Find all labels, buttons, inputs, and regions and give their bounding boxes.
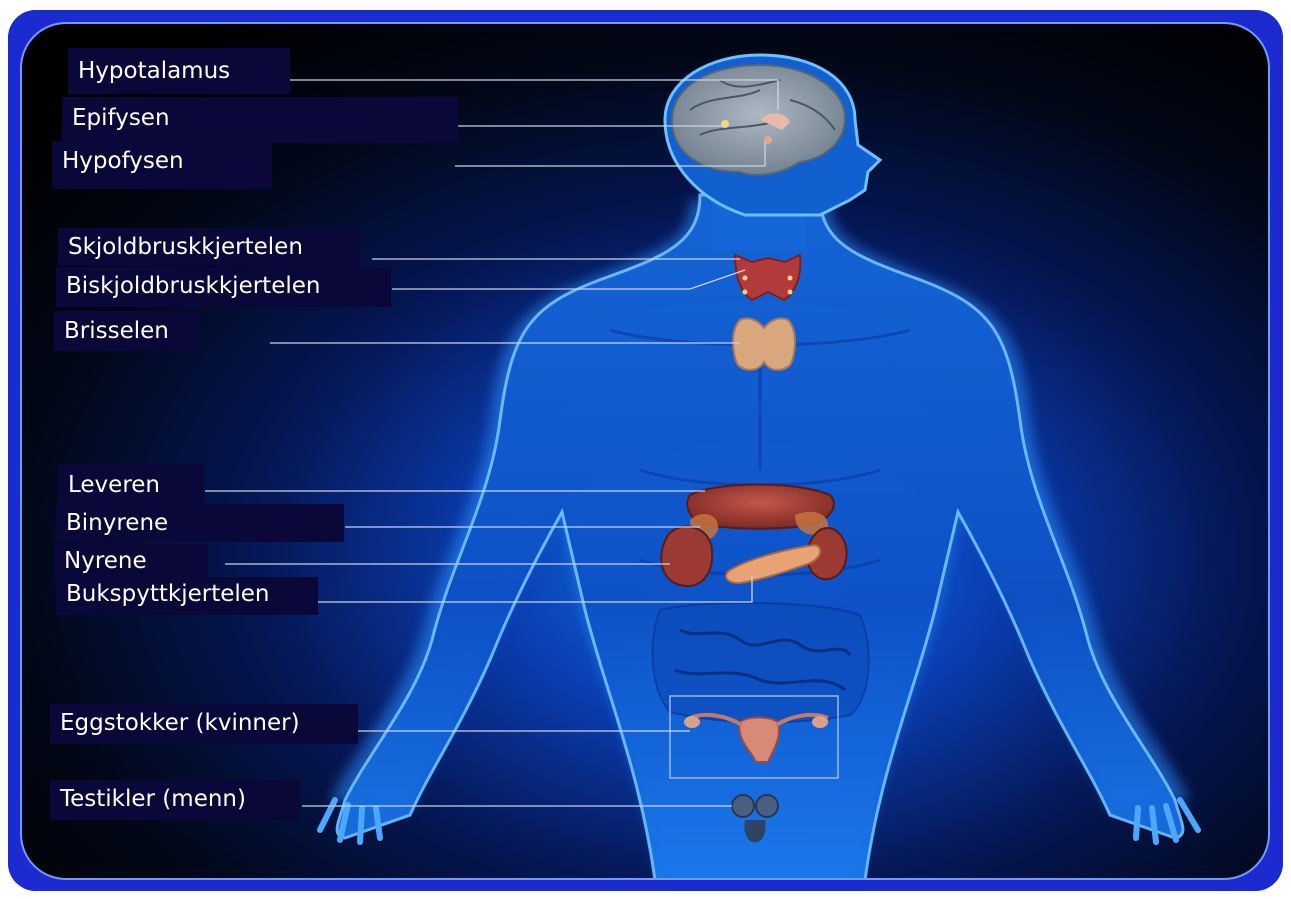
pineal-gland xyxy=(721,120,729,128)
label-epifysen: Epifysen xyxy=(62,97,458,143)
kidney-left xyxy=(661,527,712,586)
label-hypofysen: Hypofysen xyxy=(52,141,272,189)
label-leveren: Leveren xyxy=(58,464,204,506)
label-skjoldbruskkjertelen: Skjoldbruskkjertelen xyxy=(58,228,360,266)
testicle-right xyxy=(756,795,778,817)
label-hypotalamus: Hypotalamus xyxy=(68,48,290,94)
testicle-left xyxy=(732,795,754,817)
parathyroid-1 xyxy=(743,276,748,281)
label-brisselen: Brisselen xyxy=(54,311,200,351)
label-binyrene: Binyrene xyxy=(56,504,344,542)
label-bukspyttkjertelen: Bukspyttkjertelen xyxy=(56,577,318,615)
ovary-right xyxy=(812,716,828,728)
label-nyrene: Nyrene xyxy=(54,544,208,580)
label-biskjoldbruskkjertelen: Biskjoldbruskkjertelen xyxy=(56,267,391,307)
parathyroid-3 xyxy=(788,276,793,281)
label-testikler: Testikler (menn) xyxy=(50,780,300,820)
parathyroid-4 xyxy=(788,290,793,295)
parathyroid-2 xyxy=(743,290,748,295)
ovary-left xyxy=(684,716,700,728)
intestines xyxy=(653,603,869,722)
label-eggstokker: Eggstokker (kvinner) xyxy=(50,704,358,744)
